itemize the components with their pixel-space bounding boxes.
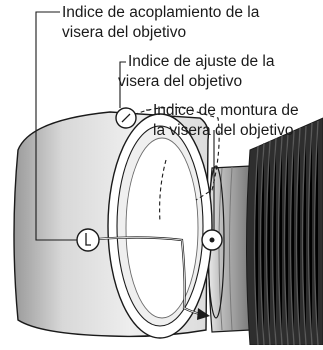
attachment-index-label-line1: Indice de acoplamiento de la [62,4,260,21]
leader-attachment-index [35,11,77,241]
adjustment-index-label-line1: Indice de ajuste de la [128,53,275,70]
index-mark-icon [121,113,131,123]
index-mark-icon [85,233,91,246]
index-dot-icon [209,237,215,243]
adjustment-index-label-line2: visera del objetivo [118,73,243,90]
rotation-arrow-icon [85,236,210,320]
leader-adjustment-index [119,61,126,108]
focus-ring-ridges [253,120,319,346]
attachment-index-mark [76,228,100,252]
adjustment-index-mark [115,107,137,129]
mount-index-mark [201,229,223,251]
lens [207,117,323,346]
attachment-index-label-line2: visera del objetivo [62,24,187,41]
lens-hood [13,106,220,339]
mount-index-label-line2: la visera del objetivo [153,122,294,139]
leader-lines [35,11,215,241]
mount-index-label-line1: Indice de montura de [153,102,299,119]
